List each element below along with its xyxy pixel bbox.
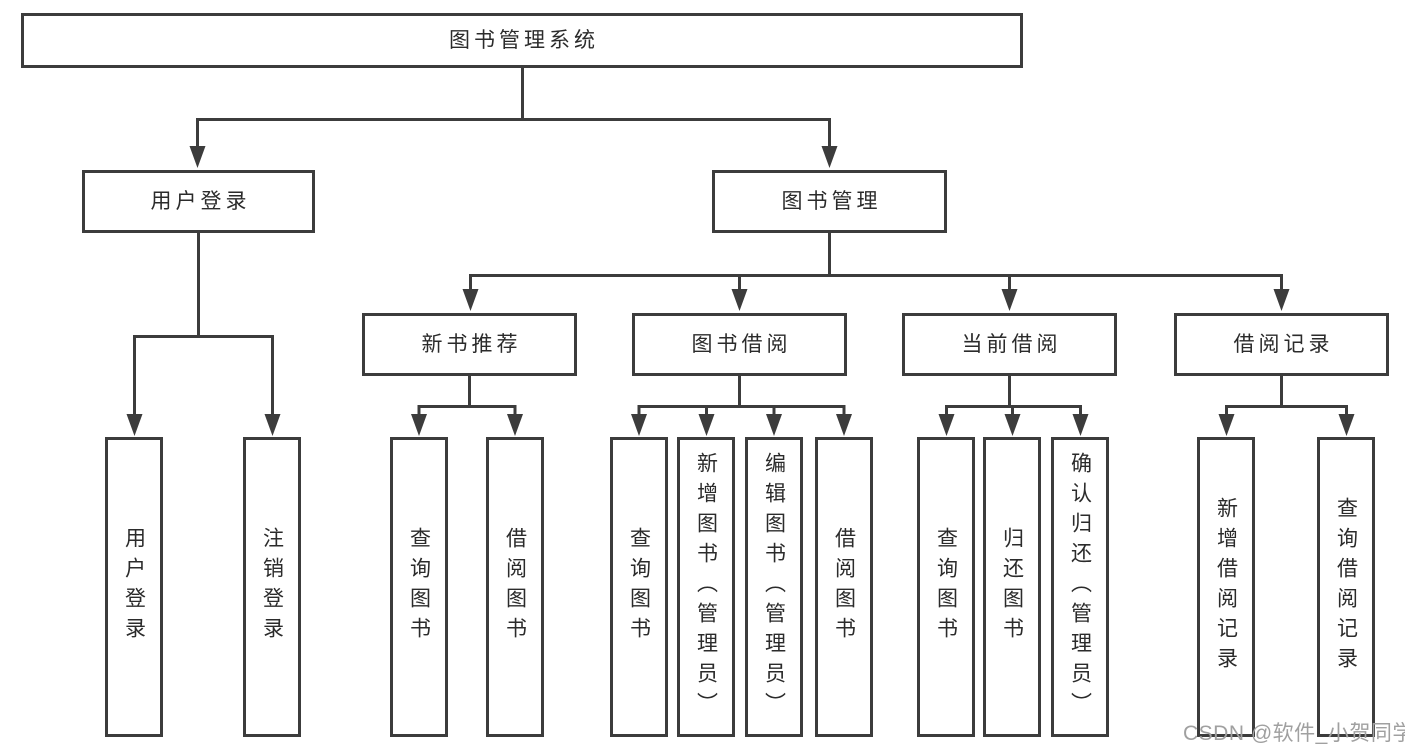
leaf-user-login-label: 用户登录 [122, 527, 146, 647]
leaf-borrow-books-2: 借阅图书 [815, 437, 873, 737]
arrowhead-icons [126, 146, 1355, 436]
leaf-edit-book-admin: 编辑图书（管理员） [745, 437, 803, 737]
node-user-login-label: 用户登录 [150, 190, 251, 213]
leaf-query-books-3: 查询图书 [917, 437, 975, 737]
leaf-query-books-2-label: 查询图书 [627, 527, 651, 647]
node-current-borrow: 当前借阅 [902, 313, 1117, 376]
leaf-query-borrow-record-label: 查询借阅记录 [1334, 497, 1358, 677]
leaf-return-book: 归还图书 [983, 437, 1041, 737]
leaf-query-books-3-label: 查询图书 [934, 527, 958, 647]
node-borrow-records-label: 借阅记录 [1233, 333, 1334, 356]
node-book-borrow: 图书借阅 [632, 313, 847, 376]
node-new-book-recommend: 新书推荐 [362, 313, 577, 376]
leaf-add-book-admin: 新增图书（管理员） [677, 437, 735, 737]
leaf-borrow-books-1-label: 借阅图书 [503, 527, 527, 647]
leaf-user-login: 用户登录 [105, 437, 163, 737]
leaf-borrow-books-1: 借阅图书 [486, 437, 544, 737]
leaf-confirm-return-admin-label: 确认归还（管理员） [1068, 452, 1092, 722]
node-new-book-recommend-label: 新书推荐 [421, 333, 522, 356]
leaf-query-borrow-record: 查询借阅记录 [1317, 437, 1375, 737]
leaf-add-borrow-record: 新增借阅记录 [1197, 437, 1255, 737]
leaf-borrow-books-2-label: 借阅图书 [832, 527, 856, 647]
leaf-logout: 注销登录 [243, 437, 301, 737]
leaf-confirm-return-admin: 确认归还（管理员） [1051, 437, 1109, 737]
leaf-edit-book-admin-label: 编辑图书（管理员） [762, 452, 786, 722]
node-user-login: 用户登录 [82, 170, 315, 233]
node-book-management: 图书管理 [712, 170, 947, 233]
watermark: CSDN @软件_小贺同学 [1183, 722, 1405, 745]
node-book-borrow-label: 图书借阅 [691, 333, 792, 356]
node-root: 图书管理系统 [21, 13, 1023, 68]
leaf-query-books-1: 查询图书 [390, 437, 448, 737]
node-borrow-records: 借阅记录 [1174, 313, 1389, 376]
node-current-borrow-label: 当前借阅 [961, 333, 1062, 356]
node-root-label: 图书管理系统 [449, 29, 599, 52]
leaf-logout-label: 注销登录 [260, 527, 284, 647]
leaf-return-book-label: 归还图书 [1000, 527, 1024, 647]
node-book-management-label: 图书管理 [781, 190, 882, 213]
leaf-query-books-1-label: 查询图书 [407, 527, 431, 647]
connector-path [133, 68, 1348, 416]
leaf-add-borrow-record-label: 新增借阅记录 [1214, 497, 1238, 677]
leaf-add-book-admin-label: 新增图书（管理员） [694, 452, 718, 722]
leaf-query-books-2: 查询图书 [610, 437, 668, 737]
